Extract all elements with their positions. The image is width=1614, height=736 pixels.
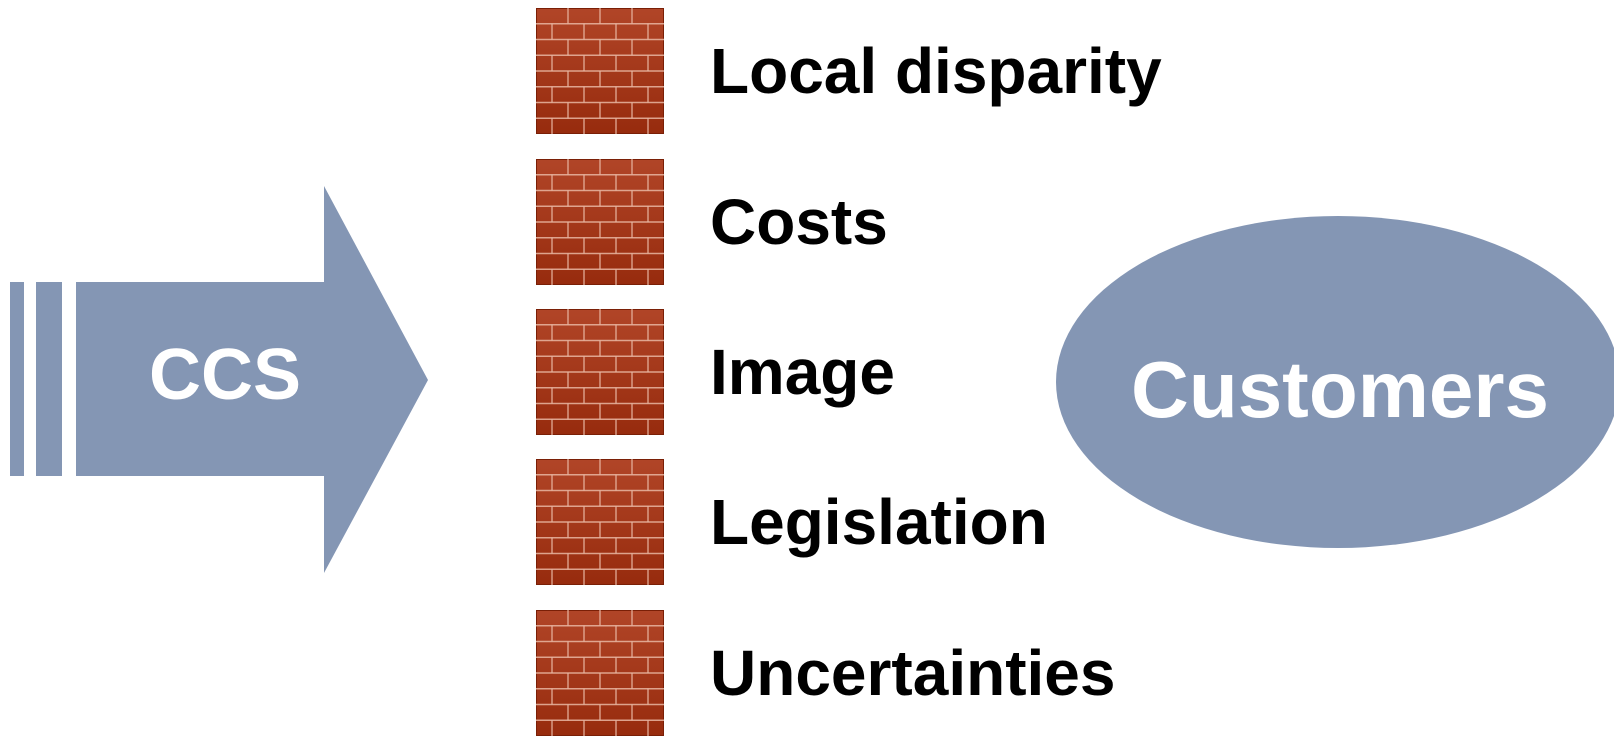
ccs-label: CCS [148, 335, 301, 415]
arrow-tail-stripe [36, 282, 62, 476]
barrier-label: Costs [710, 186, 888, 258]
customers-label: Customers [1131, 345, 1549, 434]
brick-wall-icon [536, 459, 664, 585]
brick-wall-icon [536, 610, 664, 736]
brick-wall-icon [536, 309, 664, 435]
barrier-item: Local disparity [536, 8, 1176, 134]
barrier-label: Uncertainties [710, 637, 1116, 709]
barrier-item: Image [536, 309, 1176, 435]
barrier-item: Costs [536, 159, 1176, 285]
customers-ellipse [1056, 216, 1614, 548]
barrier-label: Local disparity [710, 35, 1162, 107]
barrier-label: Image [710, 336, 895, 408]
arrow-tail-stripe [10, 282, 24, 476]
brick-wall-icon [536, 159, 664, 285]
barrier-item: Uncertainties [536, 610, 1176, 736]
barrier-item: Legislation [536, 459, 1176, 585]
arrow-body [76, 186, 428, 573]
brick-wall-icon [536, 8, 664, 134]
customers-shape [1056, 216, 1614, 548]
barrier-label: Legislation [710, 486, 1048, 558]
ccs-arrow [10, 186, 428, 573]
